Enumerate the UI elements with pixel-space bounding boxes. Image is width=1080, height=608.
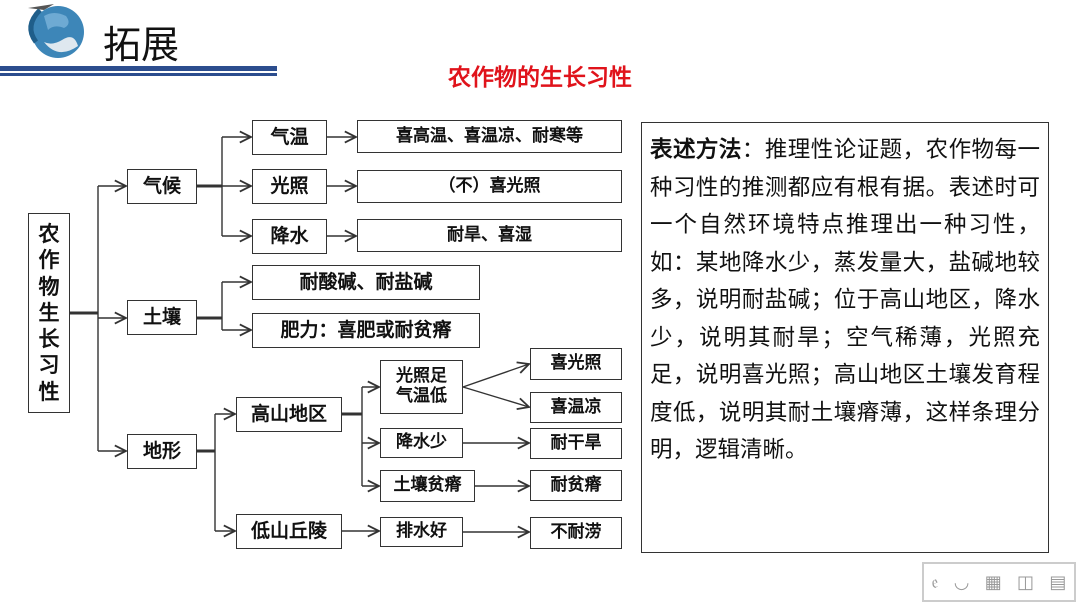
root-char: 习 [38,353,60,378]
explanation-body: ：推理性论证题，农作物每一种习性的推测都应有根有据。表述时可一个自然环境特点推理… [650,137,1040,463]
explanation-heading: 表述方法 [650,137,742,163]
cond-light-temp: 光照足 气温低 [380,360,463,414]
explanation-textbox: 表述方法：推理性论证题，农作物每一种习性的推测都应有根有据。表述时可一个自然环境… [641,122,1049,553]
root-char: 长 [38,327,60,352]
cond-poor-soil: 土壤贫瘠 [380,470,475,502]
res-drought-tolerant: 耐干旱 [530,428,622,459]
node-precipitation: 降水 [252,219,327,254]
result-light: （不）喜光照 [357,170,622,203]
soil-item-acid-alkali: 耐酸碱、耐盐碱 [252,265,480,300]
node-terrain: 地形 [127,434,197,469]
node-lowhill: 低山丘陵 [236,514,342,549]
node-climate: 气候 [127,169,197,204]
res-likes-cool: 喜温凉 [530,392,622,423]
node-temperature: 气温 [252,120,327,155]
root-char: 性 [38,379,60,404]
cond-line: 光照足 [396,366,447,387]
result-temperature: 喜高温、喜温凉、耐寒等 [357,120,622,153]
seal-watermark-icon: 𝔢◡▦◫▤ [922,562,1076,602]
globe-logo-icon [28,4,84,58]
header-title: 拓展 [103,23,180,67]
node-light: 光照 [252,169,327,204]
cond-drainage: 排水好 [380,517,463,547]
res-infertile-tolerant: 耐贫瘠 [530,470,622,501]
cond-low-precip: 降水少 [380,428,463,458]
soil-item-fertility: 肥力：喜肥或耐贫瘠 [252,313,480,348]
header-divider-bar [0,66,277,71]
main-title: 农作物的生长习性 [448,65,632,91]
root-node: 农 作 物 生 长 习 性 [28,213,70,413]
header-divider-bar-thin [0,73,277,76]
res-not-waterlog-tolerant: 不耐涝 [530,517,622,549]
result-precipitation: 耐旱、喜湿 [357,219,622,252]
res-likes-light: 喜光照 [530,348,622,380]
cond-line: 气温低 [396,386,447,406]
root-char: 生 [38,300,60,325]
node-soil: 土壤 [127,300,197,335]
root-char: 物 [38,274,60,299]
root-char: 农 [38,222,60,247]
node-highland: 高山地区 [236,397,342,432]
root-char: 作 [38,248,60,273]
